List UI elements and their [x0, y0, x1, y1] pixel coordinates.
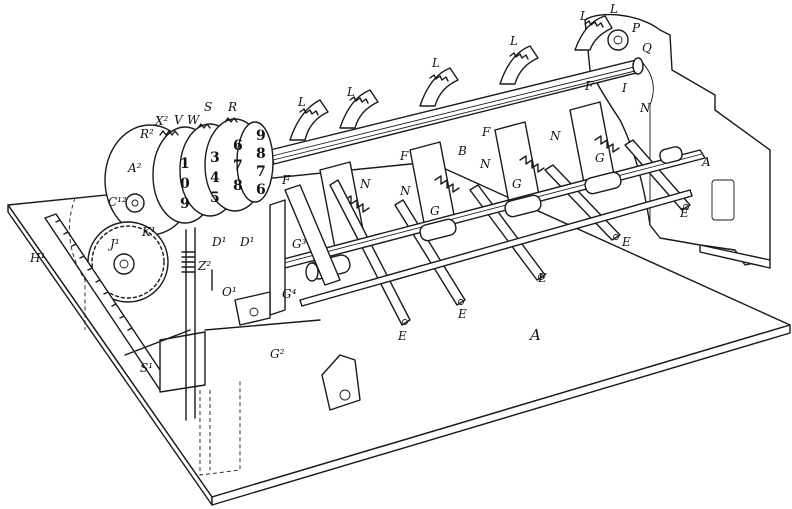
bushings: [305, 146, 683, 282]
label-Q: Q: [642, 41, 652, 55]
wheel4-digit: 8: [256, 146, 266, 162]
label-B: B: [457, 144, 467, 158]
wheel4-digit: 6: [256, 182, 266, 198]
label-D1b: D¹: [239, 235, 254, 249]
label-L6: L: [609, 2, 618, 16]
label-P: P: [631, 21, 641, 35]
label-J1: J¹: [107, 237, 120, 251]
label-C12: C¹²: [108, 195, 127, 209]
label-V: V: [174, 113, 184, 127]
label-G2: G: [512, 177, 522, 191]
wheel4-digit: 9: [256, 128, 266, 144]
label-K1: K¹: [141, 225, 156, 239]
label-N3: N: [479, 157, 491, 171]
wheel3-digit: 6: [233, 138, 243, 154]
label-L2: L: [346, 85, 355, 99]
wheel2-digit: 4: [210, 170, 220, 186]
label-G4: G⁴: [282, 287, 297, 301]
label-N2: N: [549, 129, 561, 143]
right-frame: [584, 13, 771, 269]
label-G2-bottom: G²: [270, 347, 285, 361]
floor-bracket: [234, 291, 361, 411]
label-L1: L: [297, 95, 306, 109]
label-W: W: [187, 113, 201, 127]
number-wheels: 1 0 9 3 4 5 6 7 8 9 8 7 6: [104, 117, 274, 236]
label-G3-left: G³: [292, 237, 307, 251]
label-G1: G: [595, 151, 605, 165]
label-R: R: [227, 100, 237, 114]
wheel1-digit: 0: [180, 176, 190, 192]
label-H1: H¹: [29, 251, 45, 265]
label-L4: L: [509, 34, 518, 48]
label-E1: E: [397, 329, 407, 343]
label-L3: L: [431, 56, 440, 70]
label-G3: G: [430, 204, 440, 218]
label-E5: E: [679, 206, 689, 220]
wheel2-digit: 5: [210, 190, 220, 206]
label-E3: E: [537, 271, 547, 285]
large-gear: [44, 193, 171, 391]
label-S: S: [204, 100, 212, 114]
label-A-right: A: [701, 155, 711, 169]
wheel4-digit: 7: [256, 164, 266, 180]
left-frame: [68, 197, 321, 476]
label-O1: O¹: [222, 285, 237, 299]
label-L5: L: [579, 9, 588, 23]
label-F3: F: [481, 125, 491, 139]
wheel1-digit: 9: [180, 196, 190, 212]
wheel3-digit: 8: [233, 178, 243, 194]
base-board: [7, 161, 791, 506]
label-X2: X²: [154, 114, 169, 128]
sector-arms: [289, 15, 629, 141]
wheel2-digit: 3: [210, 150, 220, 166]
label-N4: N: [399, 184, 411, 198]
coil-spring: [181, 251, 213, 291]
label-A-main: A: [528, 326, 541, 344]
left-standard: [269, 184, 341, 316]
label-E4: E: [621, 235, 631, 249]
label-D1: D¹: [211, 235, 226, 249]
label-Z2: Z²: [197, 259, 211, 273]
callout-labels: L L L L L L P Q I N N N N N B F F F F G …: [29, 2, 711, 375]
wheel3-digit: 7: [233, 158, 243, 174]
label-E2: E: [457, 307, 467, 321]
label-F2: F: [399, 149, 409, 163]
label-I: I: [621, 81, 627, 95]
wheel1-digit: 1: [180, 156, 190, 172]
label-S1: S¹: [140, 361, 153, 375]
label-F1: F: [281, 173, 291, 187]
label-N1: N: [639, 101, 651, 115]
label-A2: A²: [127, 161, 142, 175]
label-R2: R²: [139, 127, 154, 141]
label-N5: N: [359, 177, 371, 191]
label-F4: F: [584, 79, 594, 93]
